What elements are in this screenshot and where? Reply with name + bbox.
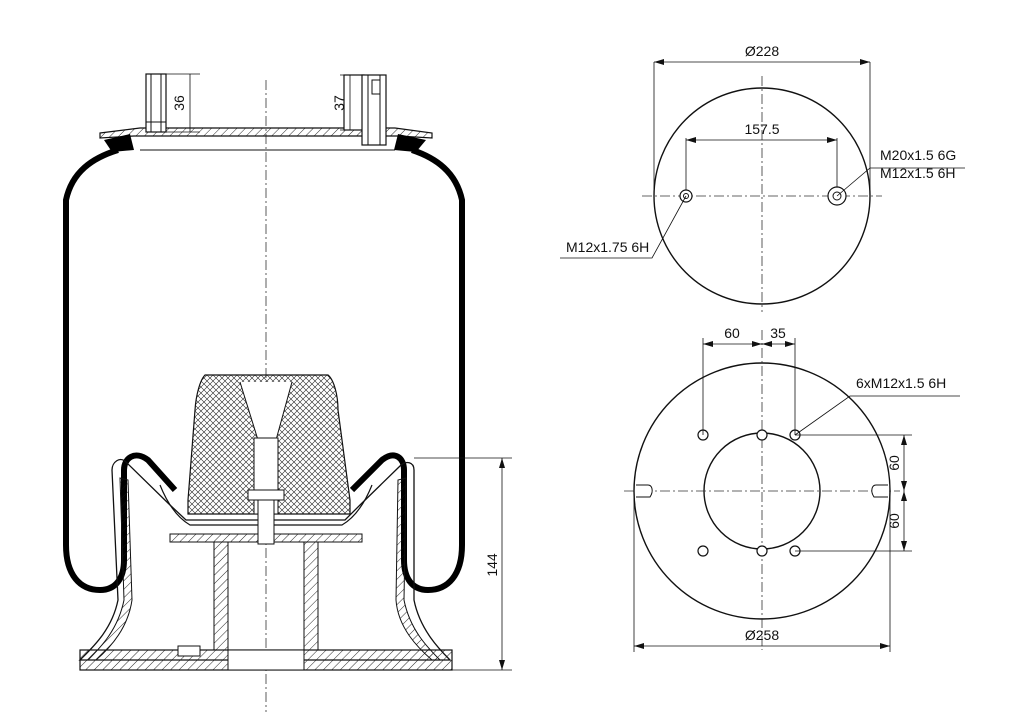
top-left-thread-label: M12x1.75 6H — [566, 239, 649, 255]
piston-height-dimension: 144 — [414, 457, 512, 671]
bottom-vertical-upper-label: 60 — [886, 455, 902, 471]
bottom-diameter-label: Ø258 — [745, 627, 779, 643]
top-right-thread-label-2: M12x1.5 6H — [880, 165, 955, 181]
bottom-vertical-lower-label: 60 — [886, 513, 902, 529]
bottom-plate-view: 60 35 6xM12x1.5 6H 60 60 Ø258 — [624, 325, 960, 652]
left-stud — [145, 73, 167, 133]
top-diameter-label: Ø228 — [745, 43, 779, 59]
piston-height-label: 144 — [484, 553, 500, 577]
stud-dimension-left: 36 — [166, 73, 200, 133]
bottom-holes-thread-label: 6xM12x1.5 6H — [856, 375, 946, 391]
top-bolt-spacing-label: 157.5 — [744, 121, 779, 137]
side-view: 36 37 — [63, 73, 512, 712]
bottom-plate-circle — [633, 362, 891, 620]
bottom-offset-right-label: 35 — [770, 325, 786, 341]
bump-stop — [187, 374, 351, 545]
top-plate-view: Ø228 157.5 M12x1.75 6H M20x1.5 6G M12x1.… — [560, 43, 965, 312]
stud-left-height-label: 36 — [171, 95, 187, 111]
top-right-thread-label-1: M20x1.5 6G — [880, 147, 956, 163]
bellows — [63, 134, 465, 594]
stud-right-height-label: 37 — [331, 95, 347, 111]
stud-dimension-right: 37 — [331, 74, 362, 131]
bottom-holes — [697, 429, 801, 557]
bottom-offset-left-label: 60 — [724, 325, 740, 341]
